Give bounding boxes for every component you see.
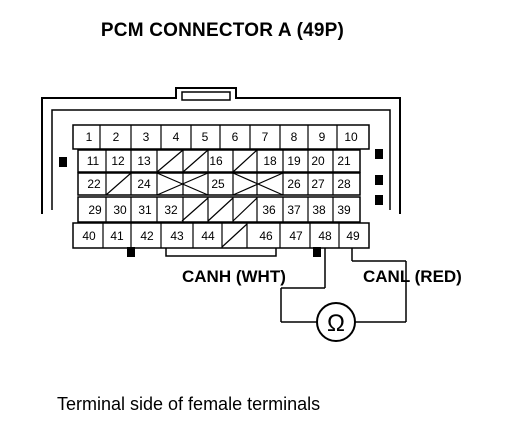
pin-grid xyxy=(72,124,370,249)
pin-24: 24 xyxy=(137,177,151,191)
pin-46: 46 xyxy=(259,229,273,243)
pin-32: 32 xyxy=(164,203,178,217)
connector-shell xyxy=(41,87,401,257)
pin-12: 12 xyxy=(111,154,125,168)
connector-title: PCM CONNECTOR A (49P) xyxy=(100,20,345,41)
test-leads xyxy=(280,248,407,323)
pin-48: 48 xyxy=(318,229,332,243)
pin-29: 29 xyxy=(88,203,102,217)
pin-40: 40 xyxy=(82,229,96,243)
pin-3: 3 xyxy=(143,130,150,144)
pin-8: 8 xyxy=(291,130,298,144)
pin-16: 16 xyxy=(209,154,223,168)
pin-47: 47 xyxy=(289,229,303,243)
pin-37: 37 xyxy=(287,203,301,217)
pin-10: 10 xyxy=(344,130,358,144)
pin-7: 7 xyxy=(262,130,269,144)
pin-42: 42 xyxy=(140,229,154,243)
pin-21: 21 xyxy=(337,154,351,168)
pin-4: 4 xyxy=(173,130,180,144)
pin-25: 25 xyxy=(211,177,225,191)
pin-31: 31 xyxy=(138,203,152,217)
pin-13: 13 xyxy=(137,154,151,168)
ohm-symbol: Ω xyxy=(327,310,345,337)
pin-18: 18 xyxy=(263,154,277,168)
pin-1: 1 xyxy=(86,130,93,144)
pin-9: 9 xyxy=(319,130,326,144)
pin-5: 5 xyxy=(202,130,209,144)
pin-6: 6 xyxy=(232,130,239,144)
pin-2: 2 xyxy=(113,130,120,144)
pin-20: 20 xyxy=(311,154,325,168)
blank-cell-marks xyxy=(105,149,284,248)
pin-28: 28 xyxy=(337,177,351,191)
pin-44: 44 xyxy=(201,229,215,243)
pin-11: 11 xyxy=(87,154,100,168)
pin-49: 49 xyxy=(346,229,360,243)
canl-wire-label: CANL (RED) xyxy=(363,267,462,286)
pin-26: 26 xyxy=(287,177,301,191)
pin-19: 19 xyxy=(287,154,301,168)
pin-41: 41 xyxy=(110,229,124,243)
ohmmeter xyxy=(316,302,356,342)
pin-27: 27 xyxy=(311,177,325,191)
canh-wire-label: CANH (WHT) xyxy=(182,267,286,286)
pin-43: 43 xyxy=(170,229,184,243)
caption: Terminal side of female terminals xyxy=(57,394,321,414)
pin-36: 36 xyxy=(262,203,276,217)
pin-22: 22 xyxy=(87,177,101,191)
pin-30: 30 xyxy=(113,203,127,217)
pin-39: 39 xyxy=(337,203,351,217)
pin-38: 38 xyxy=(312,203,326,217)
